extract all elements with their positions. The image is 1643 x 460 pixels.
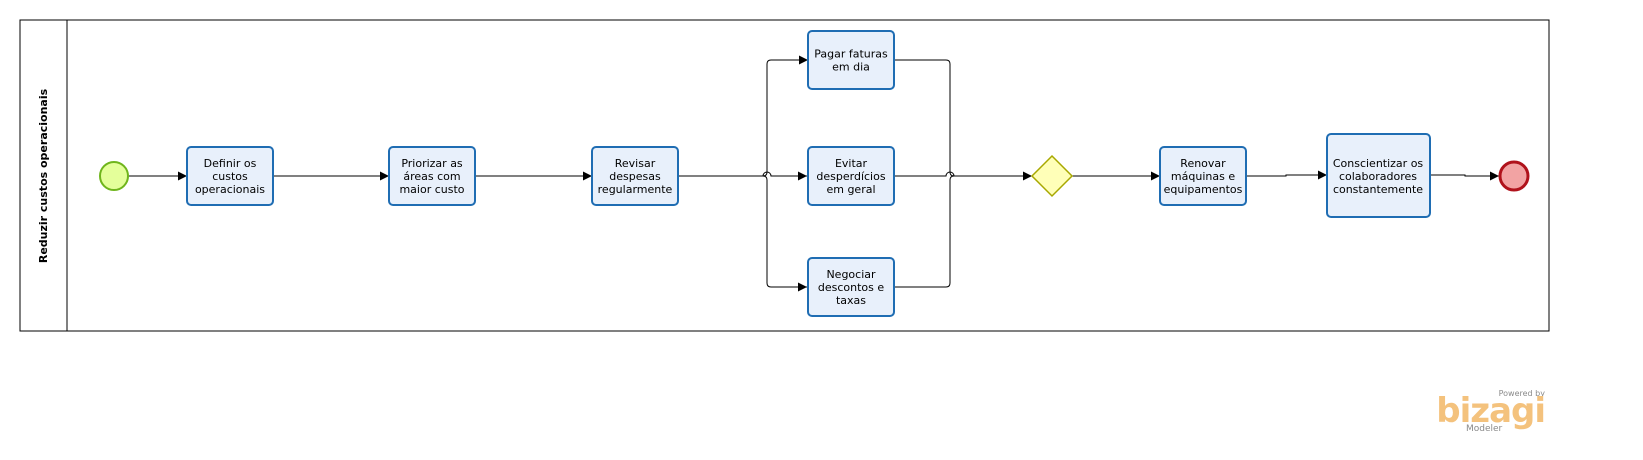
modeler-text: Modeler <box>1466 424 1503 434</box>
start-event[interactable] <box>99 161 129 191</box>
task-label-line: colaboradores <box>1339 170 1417 183</box>
task-label-line: Renovar <box>1180 157 1226 170</box>
pool-label: Reduzir custos operacionais <box>37 88 50 263</box>
flow-t7-to-t8 <box>1246 170 1327 180</box>
powered-by-text: Powered by <box>1499 389 1546 398</box>
task-label-line: Negociar <box>826 268 876 281</box>
task-label-line: em dia <box>832 61 870 74</box>
task-label-line: Definir os <box>204 157 257 170</box>
flow-t5-to-gateway <box>894 171 1032 181</box>
task-label-line: despesas <box>609 170 661 183</box>
sequence-flows <box>129 55 1499 292</box>
task-label-line: regularmente <box>598 183 673 196</box>
task-label-line: maior custo <box>399 183 464 196</box>
flow-t3-to-t6 <box>762 175 807 292</box>
task-label-line: máquinas e <box>1171 170 1235 183</box>
flow-t6-to-gateway <box>894 175 955 288</box>
exclusive-gateway[interactable] <box>1030 154 1074 198</box>
task-label-line: Pagar faturas <box>814 48 888 61</box>
task-label-line: custos <box>212 170 248 183</box>
task-label-line: em geral <box>826 183 875 196</box>
task-label-line: Priorizar as <box>401 157 463 170</box>
flow-t3-to-t4 <box>762 55 808 177</box>
task-label-line: Evitar <box>835 157 868 170</box>
task-label-line: desperdícios <box>816 170 885 183</box>
flow-t4-to-gateway <box>894 59 955 177</box>
bizagi-logo: Powered by bizagi Modeler <box>1436 389 1546 434</box>
task-label-line: equipamentos <box>1164 183 1243 196</box>
end-event[interactable] <box>1498 160 1530 192</box>
task-label-line: Revisar <box>615 157 656 170</box>
task-label-line: operacionais <box>195 183 265 196</box>
task-label-line: Conscientizar os <box>1333 157 1424 170</box>
task-label-line: constantemente <box>1333 183 1423 196</box>
task-label-line: descontos e <box>818 281 885 294</box>
flow-t8-to-end <box>1430 171 1499 181</box>
task-label-line: áreas com <box>403 170 460 183</box>
task-label-line: taxas <box>836 294 866 307</box>
bizagi-wordmark: bizagi <box>1436 391 1545 431</box>
